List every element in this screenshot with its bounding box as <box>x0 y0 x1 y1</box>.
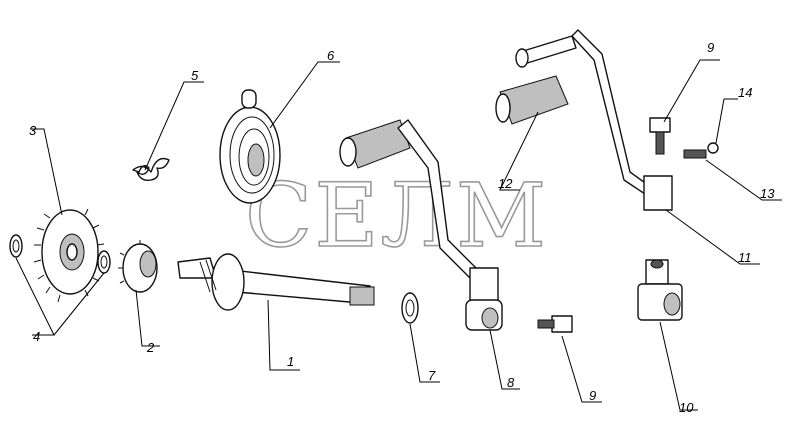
callout-5: 5 <box>191 68 199 83</box>
washer-part-left <box>9 234 23 258</box>
shaft-part <box>177 253 375 311</box>
callout-12: 12 <box>498 176 513 191</box>
pedal-rubber-part <box>495 75 569 125</box>
ratchet-part <box>118 240 158 293</box>
callout-4: 4 <box>33 329 40 344</box>
callout-9-upper: 9 <box>707 40 714 55</box>
callout-2: 2 <box>146 340 155 355</box>
spring-part <box>219 89 281 204</box>
callout-14: 14 <box>738 85 752 100</box>
clip-part <box>132 157 170 182</box>
callout-1: 1 <box>287 354 294 369</box>
washer-part-7 <box>401 292 419 324</box>
kick-lever-part <box>339 119 503 331</box>
leader-lines <box>15 59 782 411</box>
callout-10: 10 <box>679 400 694 415</box>
callout-3: 3 <box>29 123 37 138</box>
callout-8: 8 <box>507 375 515 390</box>
long-lever-part <box>515 29 673 211</box>
callout-11: 11 <box>738 250 752 265</box>
callout-6: 6 <box>327 48 335 63</box>
callout-13: 13 <box>760 186 775 201</box>
clamp-part <box>637 259 683 321</box>
bolt-part-upper <box>649 117 671 155</box>
callout-7: 7 <box>428 368 436 383</box>
washer-part-right <box>97 250 111 274</box>
ball-part <box>707 142 719 154</box>
bolt-part-lower <box>537 315 573 333</box>
callout-9-lower: 9 <box>589 388 596 403</box>
watermark-text: СЕЛМ <box>245 164 548 267</box>
spring-pin-part <box>683 149 707 159</box>
gear-part <box>33 208 105 303</box>
